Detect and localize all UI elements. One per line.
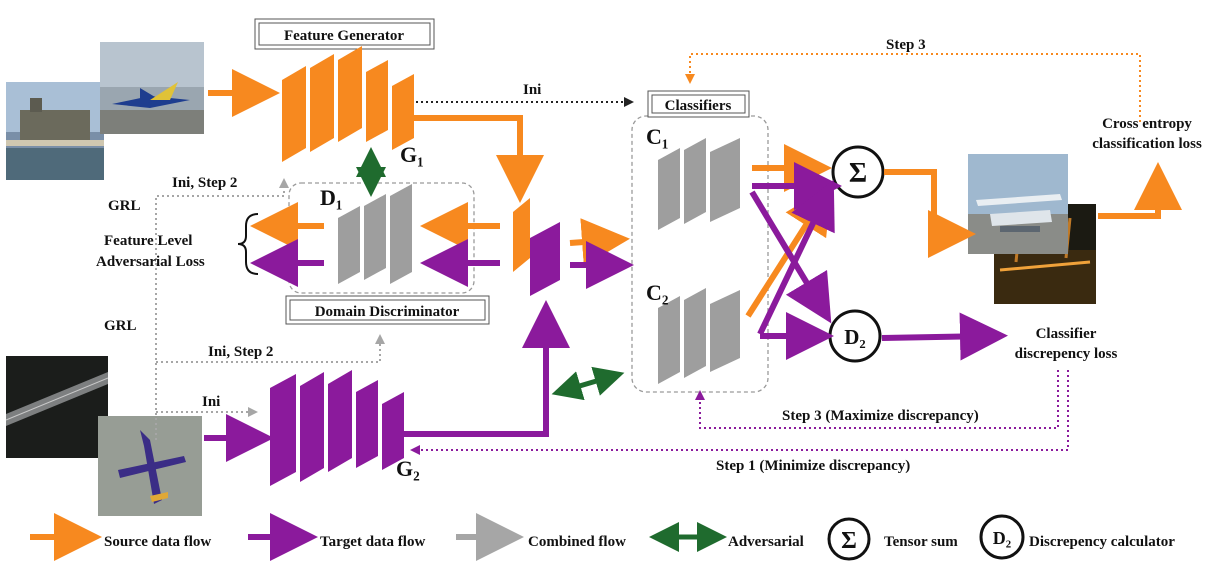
- grl-bottom-label: GRL: [104, 318, 137, 334]
- classifiers-label: Classifiers: [665, 98, 732, 114]
- arrow-sum-to-output: [884, 169, 976, 258]
- generator-g2-layers: [270, 370, 404, 486]
- legend-adversarial-label: Adversarial: [728, 534, 804, 550]
- target-images: [5, 356, 202, 516]
- dotted-flows: [155, 53, 1141, 455]
- legend: Source data flow Target data flow Combin…: [30, 513, 1175, 561]
- classifier-discrepancy-line1: Classifier: [1036, 326, 1097, 342]
- feature-level-line1: Feature Level: [104, 233, 192, 249]
- adversarial-feature-classifiers: [551, 366, 625, 401]
- arrow-d2-to-discrepancy-loss: [881, 312, 1008, 361]
- d1-label: D₁: [320, 185, 342, 210]
- target-image-road: [5, 356, 109, 458]
- domain-discriminator-label: Domain Discriminator: [315, 304, 460, 320]
- generator-g1-layers: [282, 46, 414, 162]
- target-feature-map: [530, 222, 560, 296]
- legend-d2-circle: [979, 514, 1025, 560]
- grl-path-to-g1: [155, 178, 289, 440]
- source-image-castle: [6, 82, 104, 180]
- sigma-symbol: Σ: [849, 158, 867, 189]
- step3-bottom-path: [695, 370, 1059, 429]
- adversarial-arrows: [356, 147, 625, 401]
- output-image-seaplane: [968, 154, 1068, 254]
- ini-step2-bottom-label: Ini, Step 2: [208, 344, 273, 360]
- target-flow-arrows: [204, 162, 1008, 462]
- legend-d2-symbol: D₂: [993, 528, 1011, 548]
- legend-combined-label: Combined flow: [528, 534, 626, 550]
- source-feature-map: [513, 198, 530, 272]
- step3-top-path: [685, 53, 1141, 122]
- feature-loss-brace: [237, 213, 259, 275]
- arrow-c1-to-d2: [749, 190, 832, 324]
- output-images: [968, 154, 1096, 304]
- source-images: [6, 42, 204, 180]
- arrow-g1-to-feature: [414, 115, 544, 203]
- domain-discriminator-title-box: Domain Discriminator: [285, 295, 490, 325]
- arrow-c2-to-sum: [745, 184, 832, 318]
- classifier-c1-layers: [658, 138, 740, 230]
- feature-generator-title-box: Feature Generator: [254, 18, 435, 50]
- step1-bottom-label: Step 1 (Minimize discrepancy): [716, 458, 910, 474]
- grl-top-label: GRL: [108, 198, 141, 214]
- arrow-feature-to-classifiers-source: [569, 218, 630, 267]
- feature-level-line2: Adversarial Loss: [96, 254, 205, 270]
- arrow-g2-to-feature: [404, 300, 570, 437]
- target-image-airplane: [98, 416, 202, 516]
- grl-path-to-discriminator: [156, 334, 385, 363]
- cross-entropy-line1: Cross entropy: [1102, 116, 1192, 132]
- g2-label: G₂: [396, 456, 420, 481]
- d2-symbol: D₂: [844, 325, 865, 349]
- feature-generator-label: Feature Generator: [284, 28, 404, 44]
- classifiers-title-box: Classifiers: [647, 90, 750, 118]
- discriminator-d1-layers: [338, 184, 412, 284]
- step3-top-label: Step 3: [886, 37, 926, 53]
- step3-bottom-label: Step 3 (Maximize discrepancy): [782, 408, 979, 424]
- legend-tensor-sum-label: Tensor sum: [884, 534, 958, 550]
- step1-bottom-path: [410, 370, 1069, 455]
- arrow-c2-to-sum-target: [757, 179, 835, 336]
- classifier-discrepancy-line2: discrepency loss: [1015, 346, 1118, 362]
- ini-step2-top-label: Ini, Step 2: [172, 175, 237, 191]
- legend-sigma-circle: [827, 517, 871, 561]
- arrow-output-to-cross-entropy: [1098, 162, 1182, 219]
- legend-target-label: Target data flow: [320, 534, 425, 550]
- c1-label: C₁: [646, 124, 668, 149]
- g1-label: G₁: [400, 142, 424, 167]
- c2-label: C₂: [646, 280, 669, 305]
- ini-top-label: Ini: [523, 82, 541, 98]
- ini-bottom-label: Ini: [202, 394, 220, 410]
- legend-discrepancy-label: Discrepency calculator: [1029, 534, 1175, 550]
- source-image-jet: [100, 42, 204, 134]
- cross-entropy-line2: classification loss: [1092, 136, 1202, 152]
- legend-sigma-symbol: Σ: [841, 528, 857, 554]
- legend-source-label: Source data flow: [104, 534, 211, 550]
- classifier-c2-layers: [658, 288, 740, 384]
